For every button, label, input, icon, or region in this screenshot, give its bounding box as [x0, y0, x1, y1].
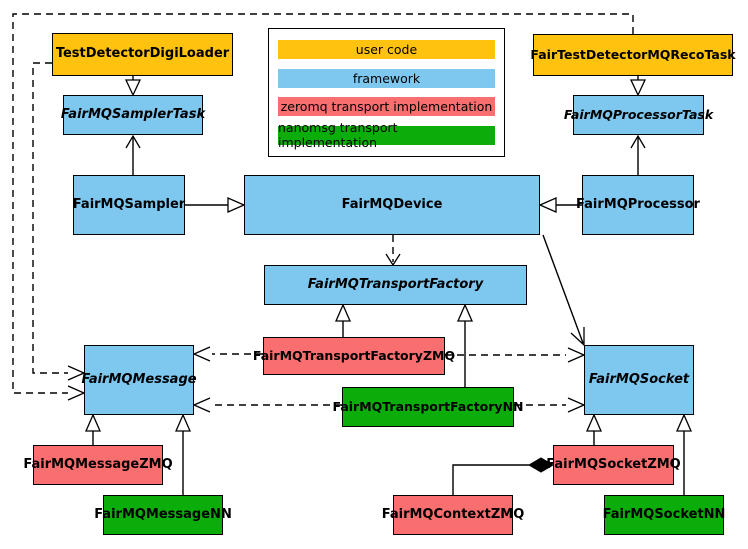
- edge-factoryzmq-socket: [445, 347, 586, 363]
- node-fair-mq-sampler: FairMQSampler: [73, 175, 185, 235]
- node-fair-mq-transport-factory: FairMQTransportFactory: [264, 265, 527, 305]
- edge-device-socket: [542, 234, 585, 347]
- edge-digiloader-samplertask: [124, 76, 142, 97]
- edge-factorynn-message: [192, 397, 342, 413]
- node-fair-test-detector-mq-reco-task: FairTestDetectorMQRecoTask: [530, 34, 736, 76]
- edge-sampler-device: [185, 197, 246, 213]
- legend-item-zeromq: zeromq transport implementation: [278, 97, 495, 117]
- edge-factorynn-transportfactory: [457, 303, 473, 387]
- node-fair-mq-device: FairMQDevice: [244, 175, 540, 235]
- node-fair-mq-message-zmq: FairMQMessageZMQ: [23, 445, 173, 485]
- edge-contextzmq-socketzmq: [452, 457, 554, 495]
- node-fair-mq-socket-nn: FairMQSocketNN: [603, 495, 725, 535]
- legend-item-nanomsg: nanomsg transport implementation: [278, 120, 495, 150]
- node-fair-mq-transport-factory-nn: FairMQTransportFactoryNN: [333, 387, 524, 427]
- node-fair-mq-transport-factory-zmq: FairMQTransportFactoryZMQ: [253, 337, 455, 375]
- node-fair-mq-context-zmq: FairMQContextZMQ: [382, 495, 524, 535]
- node-fair-mq-message-nn: FairMQMessageNN: [94, 495, 232, 535]
- legend: user code framework zeromq transport imp…: [268, 28, 505, 157]
- edge-recotask-processortask: [629, 76, 647, 97]
- node-test-detector-digi-loader: TestDetectorDigiLoader: [52, 33, 233, 76]
- edge-socketzmq-socket: [586, 413, 602, 445]
- legend-item-framework: framework: [278, 68, 495, 88]
- edge-factoryzmq-message: [192, 346, 263, 362]
- node-fair-mq-processor: FairMQProcessor: [576, 175, 700, 235]
- edge-socketnn-socket: [676, 413, 692, 495]
- node-fair-mq-processor-task: FairMQProcessorTask: [564, 95, 713, 135]
- edge-factorynn-socket: [514, 397, 586, 413]
- legend-item-user-code: user code: [278, 40, 495, 60]
- node-fair-mq-sampler-task: FairMQSamplerTask: [61, 95, 205, 135]
- edge-processor-device: [538, 197, 582, 213]
- edge-factoryzmq-transportfactory: [335, 303, 351, 337]
- edge-messagezmq-message: [85, 413, 101, 445]
- edge-messagenn-message: [175, 413, 191, 495]
- node-fair-mq-socket: FairMQSocket: [584, 345, 694, 415]
- node-fair-mq-message: FairMQMessage: [81, 345, 197, 415]
- node-fair-mq-socket-zmq: FairMQSocketZMQ: [546, 445, 681, 485]
- edge-processor-processortask: [630, 134, 646, 175]
- edge-sampler-samplertask: [125, 134, 141, 175]
- edge-device-transportfactory: [385, 235, 401, 267]
